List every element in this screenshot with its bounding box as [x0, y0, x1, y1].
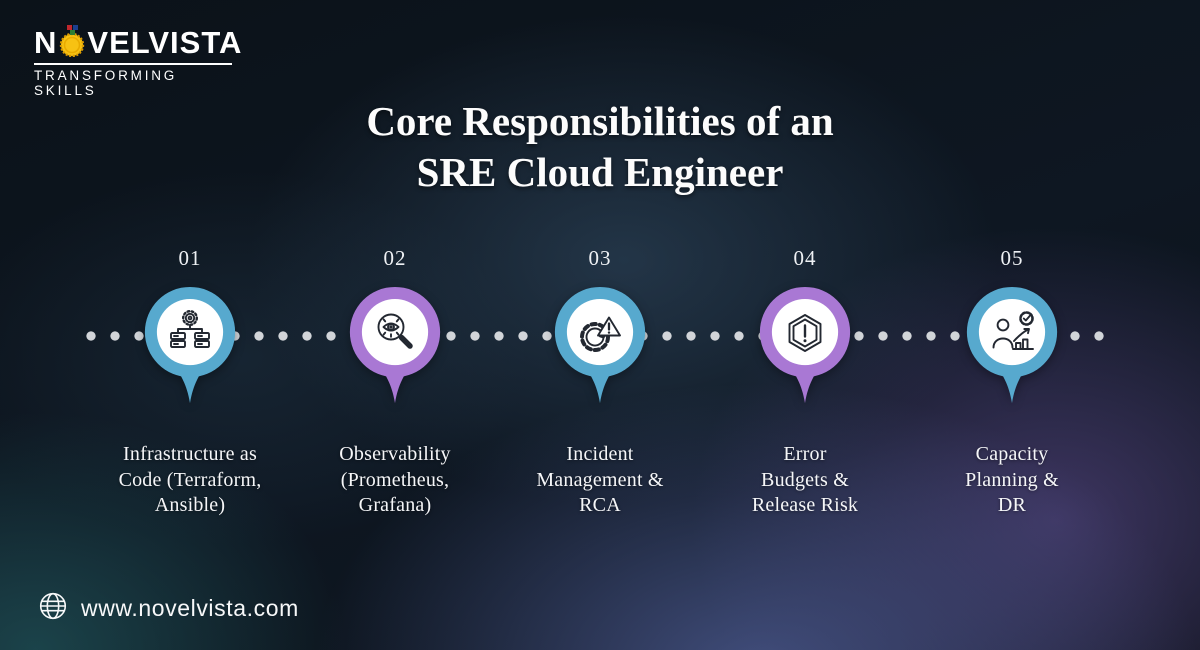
step-label-line: Code (Terraform, [118, 468, 262, 491]
step-label-line: Planning & [965, 468, 1059, 491]
infrastructure-servers-icon [166, 308, 214, 356]
capacity-growth-person-icon [988, 308, 1036, 356]
logo-text-leading: N [34, 25, 58, 60]
step-number: 03 [588, 246, 612, 270]
novelvista-logo: N VELVISTA TRANSFORMING SKILLS [34, 25, 243, 98]
logo-tagline: TRANSFORMING SKILLS [34, 63, 232, 98]
page-title-line2: SRE Cloud Engineer [416, 149, 784, 195]
timeline-pin [757, 284, 853, 407]
logo-pixel-green [70, 30, 76, 35]
step-label-line: RCA [579, 494, 621, 516]
step-label-line: DR [997, 494, 1027, 516]
footer-website: www.novelvista.com [81, 595, 299, 621]
logo-wordmark: N VELVISTA [34, 25, 243, 60]
step-label: Observability (Prometheus, Grafana) [295, 442, 495, 519]
step-label: Error Budgets & Release Risk [705, 442, 905, 519]
incident-gear-warning-icon [576, 308, 624, 356]
page-title-line1: Core Responsibilities of an [366, 98, 834, 144]
page-title: Core Responsibilities of an SRE Cloud En… [0, 96, 1200, 198]
step-label: Infrastructure as Code (Terraform, Ansib… [90, 442, 290, 519]
error-hexagon-alert-icon [781, 308, 829, 356]
step-label-line: Error [783, 443, 827, 465]
step-number: 05 [1000, 246, 1024, 270]
timeline-pin [347, 284, 443, 407]
step-number: 02 [383, 246, 407, 270]
step-label: Capacity Planning & DR [912, 442, 1112, 519]
sun-logo-icon [58, 25, 86, 57]
timeline-pin [552, 284, 648, 407]
footer: www.novelvista.com [36, 589, 299, 628]
step-label-line: Budgets & [761, 468, 849, 491]
step-number: 01 [178, 246, 202, 270]
observability-magnifier-eye-icon [371, 308, 419, 356]
step-label-line: Infrastructure as [123, 443, 257, 465]
step-label-line: Observability [339, 443, 451, 465]
step-label-line: Management & [536, 468, 664, 491]
step-label-line: Capacity [975, 443, 1049, 465]
logo-text-trailing: VELVISTA [87, 25, 243, 60]
logo-pixel-blue [73, 25, 79, 30]
timeline-pin [964, 284, 1060, 407]
step-label: Incident Management & RCA [500, 442, 700, 519]
timeline-pin [142, 284, 238, 407]
step-label-line: (Prometheus, [340, 468, 450, 491]
step-label-line: Release Risk [751, 494, 859, 516]
step-label-line: Grafana) [358, 494, 432, 516]
step-label-line: Incident [566, 443, 634, 465]
step-label-line: Ansible) [154, 494, 226, 516]
logo-pixel-red [67, 25, 73, 30]
globe-icon [36, 589, 70, 628]
step-number: 04 [793, 246, 817, 270]
